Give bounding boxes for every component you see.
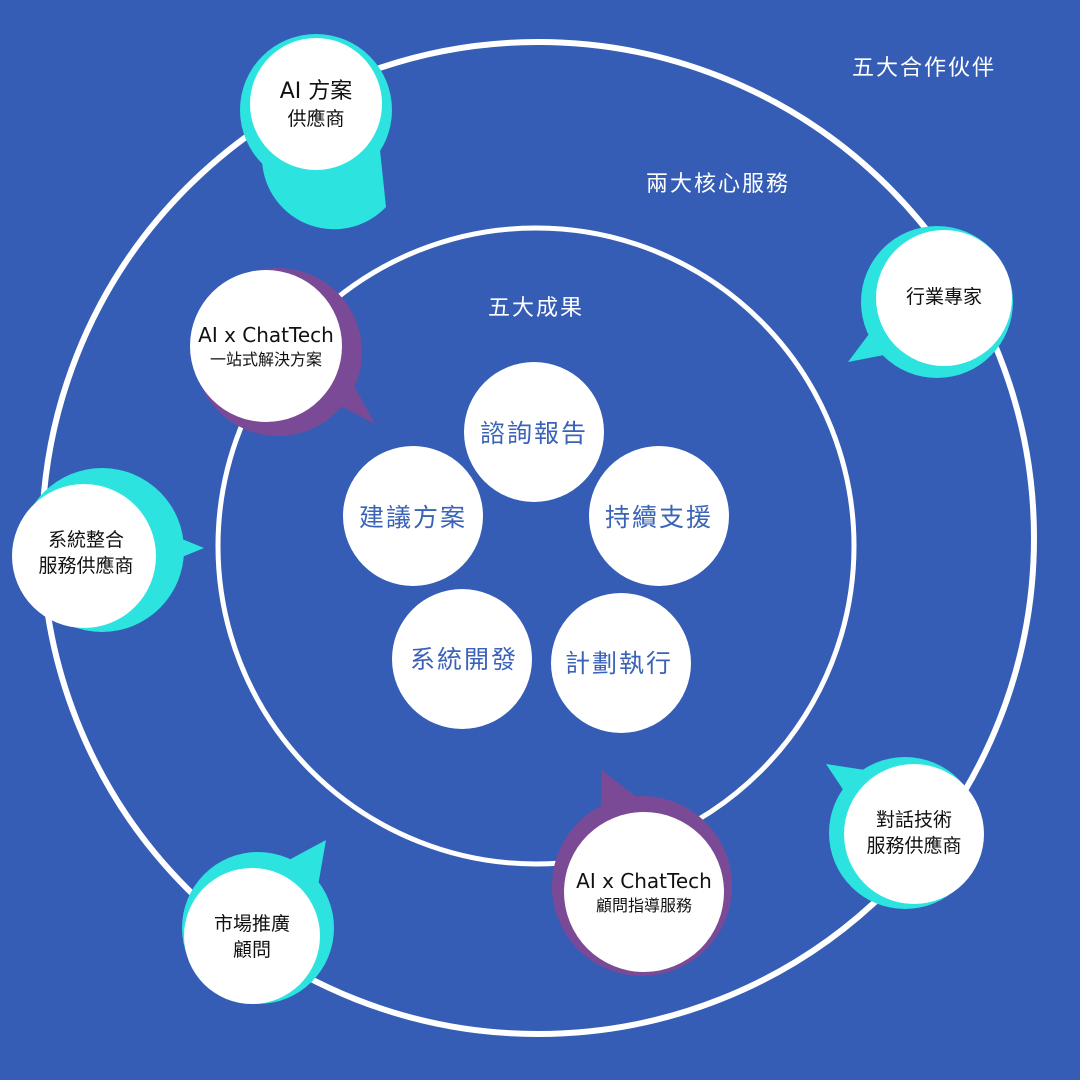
outcome-circle-proposal bbox=[343, 446, 483, 586]
partner-line2: 服務供應商 bbox=[866, 835, 962, 857]
partner-line1: 市場推廣 bbox=[213, 913, 290, 936]
core-service-consulting: AI x ChatTech 顧問指導服務 bbox=[566, 846, 722, 938]
outcome-circle-execution bbox=[551, 593, 691, 733]
inner-ring-label: 五大成果 bbox=[488, 296, 585, 321]
middle-ring-label: 兩大核心服務 bbox=[646, 172, 791, 197]
core-line1: AI x ChatTech bbox=[198, 322, 334, 347]
core-line2: 顧問指導服務 bbox=[595, 895, 692, 915]
partner-ai-solution: AI 方案 供應商 bbox=[250, 40, 382, 170]
partner-bubble-ai-solution bbox=[240, 34, 392, 230]
partner-line1: 系統整合 bbox=[47, 529, 124, 552]
core-line1: AI x ChatTech bbox=[576, 868, 712, 893]
outcome-development: 系統開發 bbox=[409, 645, 518, 674]
core-bubble-consulting bbox=[552, 770, 732, 976]
outcome-support: 持續支援 bbox=[604, 503, 713, 532]
partner-system-integration: 系統整合 服務供應商 bbox=[14, 502, 158, 606]
partner-line2: 服務供應商 bbox=[38, 555, 134, 577]
outcome-circle-support bbox=[589, 446, 729, 586]
partner-line2: 供應商 bbox=[287, 108, 345, 131]
partner-line2: 顧問 bbox=[232, 939, 271, 961]
outer-ring-label: 五大合作伙伴 bbox=[852, 56, 997, 81]
outcome-circle-report bbox=[464, 362, 604, 502]
outcome-proposal: 建議方案 bbox=[358, 503, 467, 532]
outcome-execution: 計劃執行 bbox=[564, 649, 673, 678]
core-line2: 一站式解決方案 bbox=[209, 349, 322, 369]
outcome-report: 諮詢報告 bbox=[479, 419, 588, 448]
inner-ring bbox=[215, 225, 857, 867]
partner-line1: AI 方案 bbox=[279, 79, 353, 105]
partner-bubble-industry-expert bbox=[848, 226, 1013, 378]
partner-industry-expert: 行業專家 bbox=[876, 260, 1012, 336]
partner-bubble-dialogue-tech bbox=[826, 757, 984, 909]
partner-marketing: 市場推廣 顧問 bbox=[184, 894, 320, 982]
partner-line1: 對話技術 bbox=[875, 809, 952, 832]
core-service-one-stop: AI x ChatTech 一站式解決方案 bbox=[190, 300, 342, 392]
partner-bubble-system-integration bbox=[12, 468, 204, 632]
partner-line1: 行業專家 bbox=[905, 286, 982, 309]
partner-dialogue-tech: 對話技術 服務供應商 bbox=[844, 790, 984, 878]
outcome-circle-development bbox=[392, 589, 532, 729]
partner-bubble-marketing bbox=[182, 840, 334, 1004]
core-bubble-one-stop bbox=[190, 268, 376, 436]
